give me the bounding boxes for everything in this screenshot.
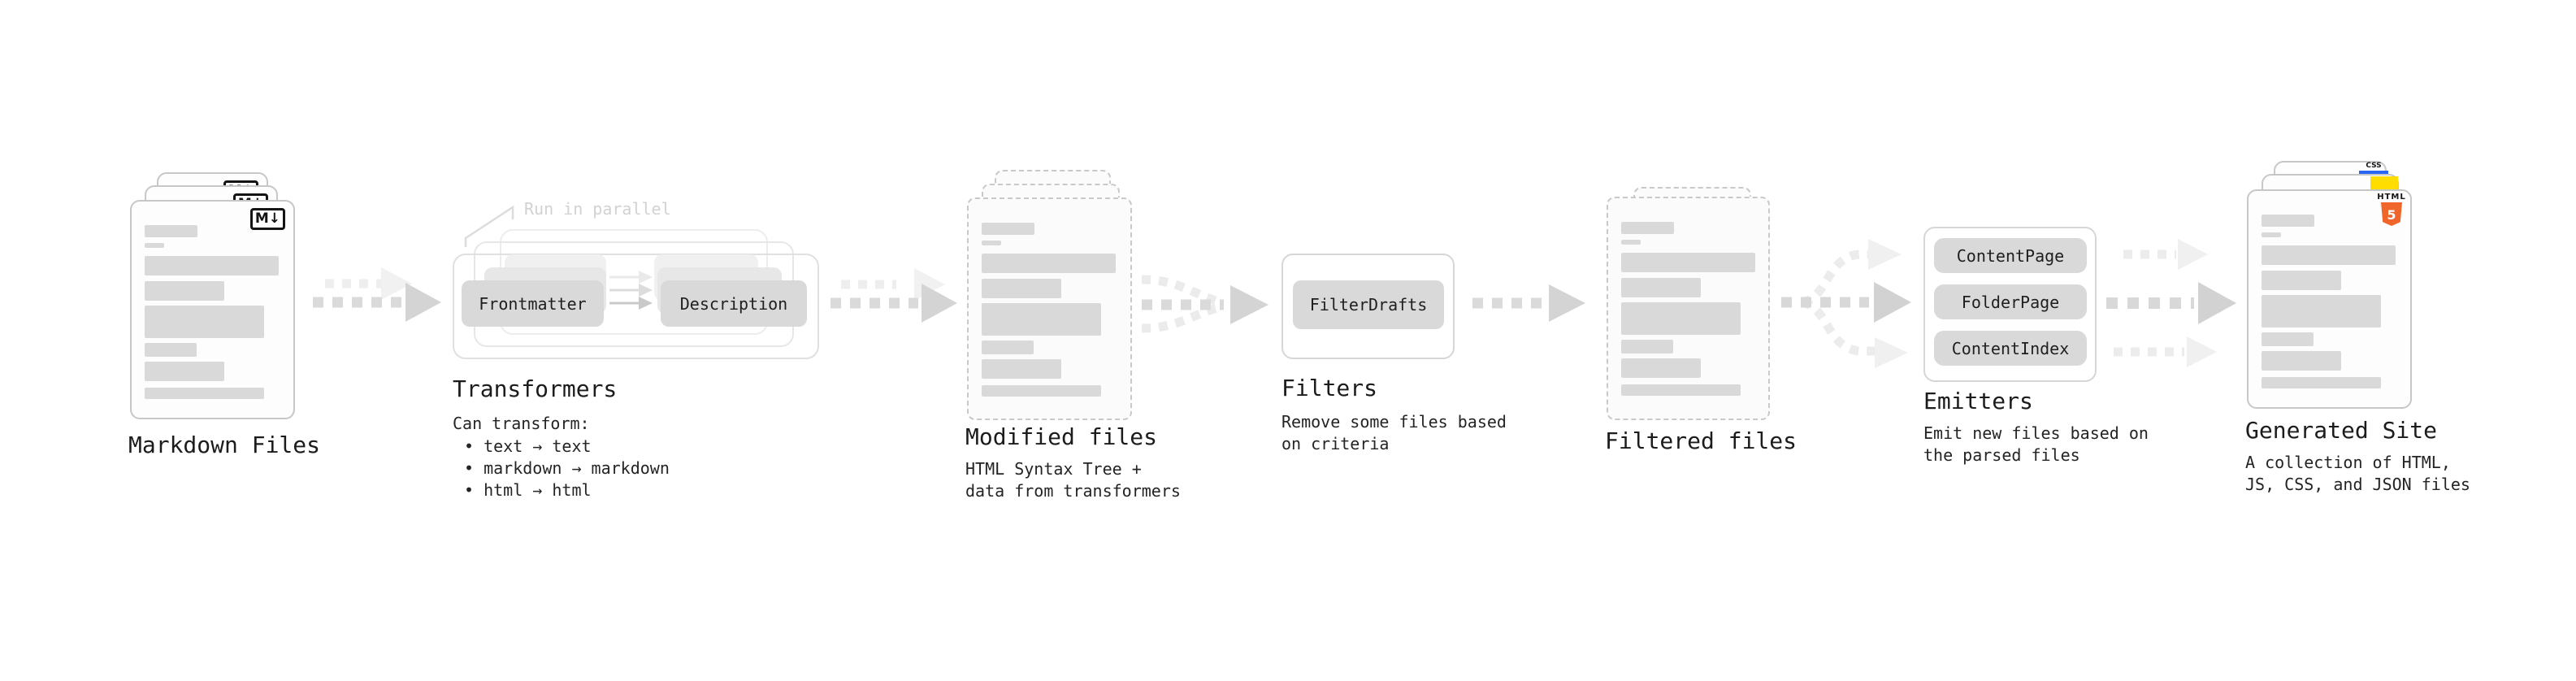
placeholder-text-bar <box>145 306 264 338</box>
filters-subtitle: Remove some files based <box>1281 412 1507 432</box>
markdown-files-title: Markdown Files <box>128 432 321 458</box>
placeholder-text-bar <box>145 362 224 381</box>
placeholder-text-bar <box>2262 271 2341 290</box>
placeholder-text-bar <box>145 281 224 301</box>
placeholder-text-bar <box>982 340 1034 354</box>
transformers-subtitle: Can transform: <box>453 414 590 433</box>
placeholder-text-bar <box>145 243 164 248</box>
arrow-transformers-to-modified <box>830 268 957 323</box>
emitters-title: Emitters <box>1923 388 2033 414</box>
css-icon: CSS <box>2358 163 2389 175</box>
placeholder-text-bar <box>2262 377 2381 388</box>
arrow-modified-to-filters <box>1141 275 1268 333</box>
placeholder-text-bar <box>982 385 1101 397</box>
filters-subtitle: on criteria <box>1281 434 1390 453</box>
run-in-parallel-note: Run in parallel <box>524 199 671 219</box>
frontmatter-pill: Frontmatter <box>462 280 604 327</box>
placeholder-text-bar <box>1621 358 1701 378</box>
arrow-filters-to-filtered <box>1472 284 1585 322</box>
placeholder-text-bar <box>145 256 279 275</box>
html5-icon-shield: 5 <box>2381 202 2402 226</box>
placeholder-text-bar <box>2262 332 2314 346</box>
placeholder-text-bar <box>1621 340 1673 354</box>
html5-icon: HTML 5 <box>2373 193 2410 226</box>
modified-files-title: Modified files <box>965 423 1158 450</box>
filtered-file-card-front <box>1607 197 1770 420</box>
placeholder-text-bar <box>2262 245 2396 265</box>
placeholder-text-bar <box>1621 278 1701 297</box>
generated-site-title: Generated Site <box>2245 417 2438 444</box>
arrow-markdown-to-transformers <box>313 267 441 322</box>
css-icon-bar <box>2359 171 2388 175</box>
markdown-file-card-front: M↓ <box>130 200 295 419</box>
transformers-bullet: • html → html <box>464 480 592 500</box>
placeholder-text-bar <box>982 241 1001 245</box>
placeholder-text-bar <box>1621 222 1674 234</box>
placeholder-text-bar <box>1621 384 1741 396</box>
placeholder-text-bar <box>2262 351 2341 371</box>
filtered-files-title: Filtered files <box>1605 427 1798 454</box>
placeholder-text-bar <box>982 359 1061 379</box>
transformers-title: Transformers <box>453 375 618 402</box>
placeholder-text-bar <box>982 303 1101 336</box>
placeholder-text-bar <box>1621 302 1741 335</box>
generated-site-subtitle: JS, CSS, and JSON files <box>2245 475 2470 494</box>
placeholder-text-bar <box>982 223 1034 235</box>
emitters-subtitle: Emit new files based on <box>1923 423 2149 443</box>
note-leader-line <box>464 205 514 247</box>
filters-title: Filters <box>1281 375 1378 401</box>
html5-icon-label: HTML <box>2377 193 2406 202</box>
transformer-box-front <box>453 254 819 359</box>
placeholder-text-bar <box>2262 295 2381 327</box>
parallel-run-arrows <box>609 271 653 310</box>
arrow-filtered-to-emitters <box>1781 239 1911 368</box>
placeholder-text-bar <box>145 225 197 237</box>
modified-files-subtitle: data from transformers <box>965 481 1181 501</box>
modified-files-subtitle: HTML Syntax Tree + <box>965 459 1142 479</box>
folderpage-pill: FolderPage <box>1934 284 2087 319</box>
placeholder-text-bar <box>2262 232 2281 237</box>
emitters-subtitle: the parsed files <box>1923 445 2080 465</box>
markdown-icon: M↓ <box>249 208 285 230</box>
placeholder-text-bar <box>1621 253 1755 272</box>
transformers-bullet: • text → text <box>464 436 592 456</box>
svg-text:5: 5 <box>2387 207 2396 223</box>
placeholder-text-bar <box>145 388 264 399</box>
placeholder-text-bar <box>982 279 1061 298</box>
placeholder-text-bar <box>2262 215 2314 227</box>
generated-site-subtitle: A collection of HTML, <box>2245 453 2451 472</box>
placeholder-text-bar <box>982 254 1116 273</box>
modified-file-card-front <box>967 197 1132 420</box>
filterdrafts-pill: FilterDrafts <box>1293 280 1444 329</box>
contentindex-pill: ContentIndex <box>1934 331 2087 366</box>
css-icon-label: CSS <box>2366 162 2382 170</box>
transformers-bullet: • markdown → markdown <box>464 458 670 478</box>
contentpage-pill: ContentPage <box>1934 238 2087 273</box>
generated-file-card-front <box>2247 189 2412 409</box>
arrow-emitters-to-generated <box>2106 239 2236 367</box>
placeholder-text-bar <box>145 343 197 357</box>
placeholder-text-bar <box>1621 240 1641 245</box>
description-pill: Description <box>661 280 807 327</box>
